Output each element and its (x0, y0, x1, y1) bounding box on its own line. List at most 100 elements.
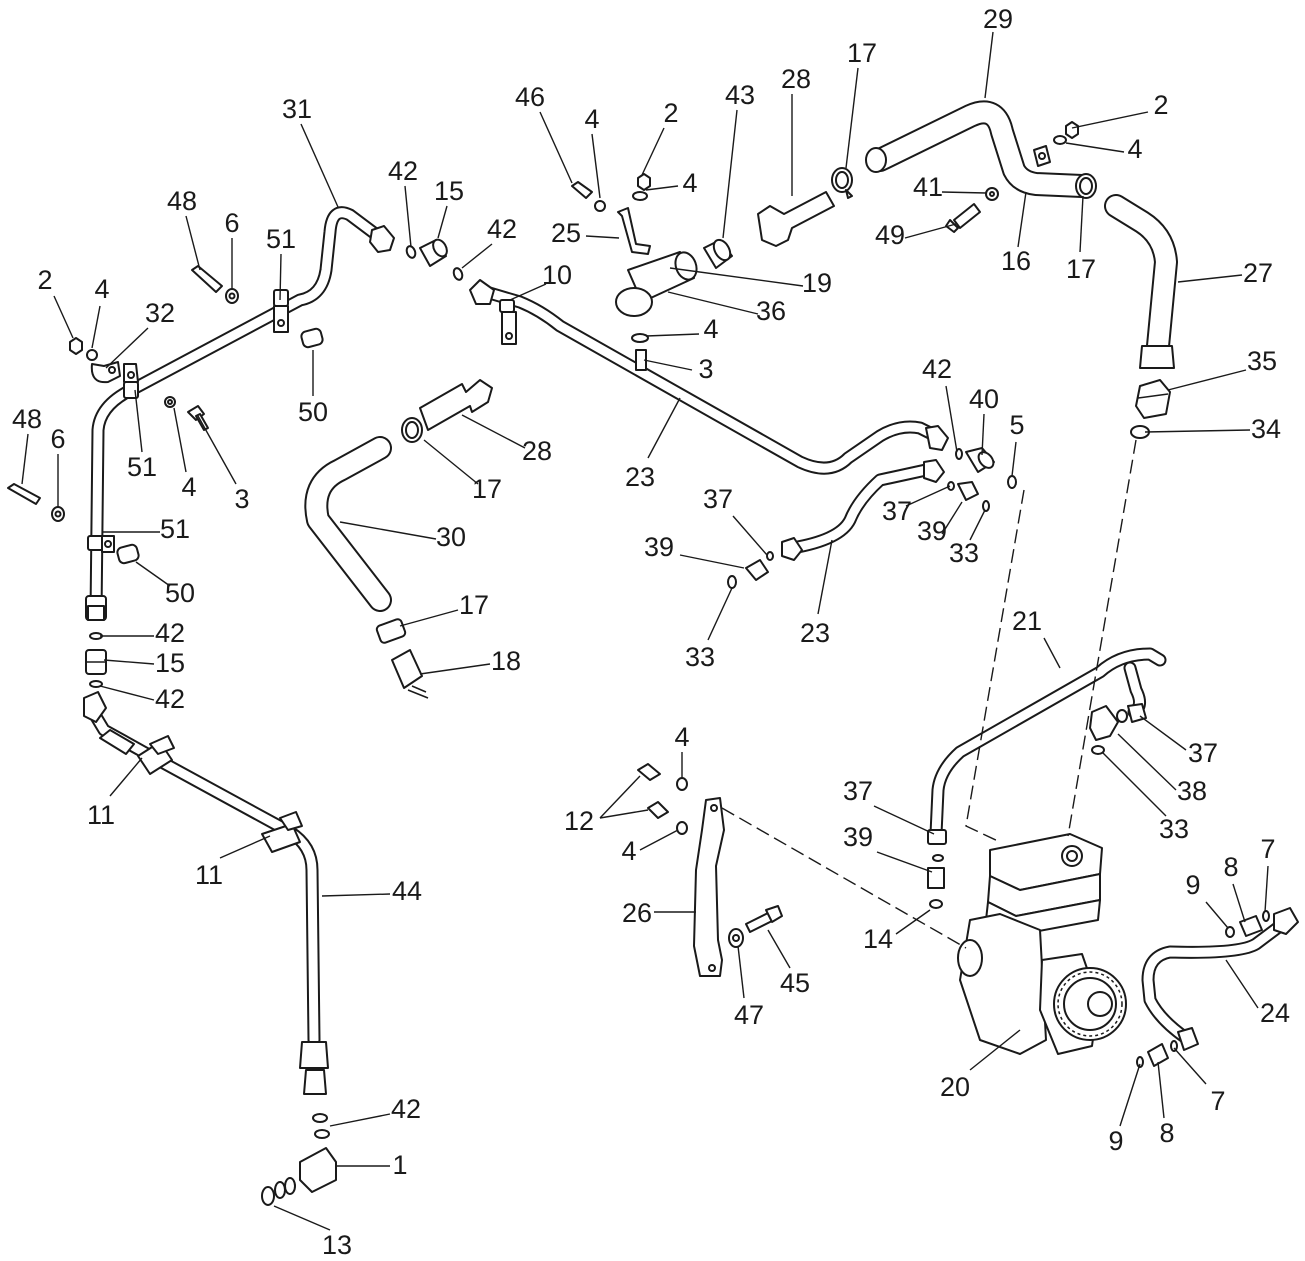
part-callout-label: 35 (1247, 346, 1277, 376)
part-callout-label: 19 (802, 268, 832, 298)
fittings-40-39-cluster (727, 447, 1017, 589)
tube-24 (1136, 907, 1299, 1068)
hardware-right (945, 121, 1079, 233)
part-callout-label: 42 (391, 1094, 421, 1124)
callout-leader (321, 893, 391, 897)
callout-leader (845, 67, 859, 169)
callout-leader (1065, 142, 1125, 153)
callout-leader (1079, 195, 1084, 253)
callout-leader (895, 909, 931, 935)
tube-23-lower (781, 459, 945, 561)
callout-leader (585, 235, 620, 239)
part-callout-label: 47 (734, 1000, 764, 1030)
part-callout-label: 33 (1159, 814, 1189, 844)
hose-30 (304, 436, 392, 612)
callout-leader (109, 757, 143, 797)
fitting-15-top (405, 238, 464, 281)
callout-leader (273, 1205, 331, 1231)
part-callout-label: 42 (155, 618, 185, 648)
callout-leader (945, 385, 958, 453)
tube-44 (83, 691, 329, 1095)
part-callout-label: 33 (949, 538, 979, 568)
callout-leader (767, 929, 791, 969)
callout-leader (1144, 429, 1251, 433)
part-callout-label: 42 (388, 156, 418, 186)
callout-leader (461, 414, 526, 449)
clip-51-mid (123, 363, 139, 399)
callout-leader (639, 829, 679, 851)
callout-leader (279, 253, 282, 301)
callout-leader (300, 123, 339, 208)
part-callout-label: 48 (12, 404, 42, 434)
callout-leader (981, 413, 985, 456)
part-callout-label: 49 (875, 220, 905, 250)
callout-leader (197, 415, 237, 485)
callout-leader (1205, 901, 1229, 929)
callout-leader (423, 439, 479, 485)
callout-leader (707, 587, 733, 641)
callout-leader (404, 185, 412, 248)
tube-21 (927, 647, 1167, 845)
tube-10-23 (469, 279, 949, 475)
callout-leader (641, 127, 665, 176)
callout-leader (1119, 1063, 1141, 1127)
compressor-20 (957, 833, 1127, 1055)
part-callout-label: 38 (1177, 776, 1207, 806)
callout-leader (1117, 733, 1177, 791)
part-callout-label: 37 (1188, 738, 1218, 768)
callout-leader (53, 295, 74, 339)
part-callout-label: 46 (515, 82, 545, 112)
elbow-38 (927, 705, 1128, 909)
part-callout-label: 39 (843, 822, 873, 852)
part-callout-label: 11 (195, 860, 223, 890)
clip-11-a (137, 735, 175, 775)
callout-leader (667, 291, 759, 315)
callout-leader (647, 397, 681, 459)
callout-leader (135, 561, 171, 587)
callout-leader (732, 515, 768, 556)
callout-leader (1264, 865, 1269, 913)
part-callout-label: 37 (703, 484, 733, 514)
part-callout-label: 3 (698, 354, 713, 384)
part-callout-label: 51 (266, 224, 296, 254)
callout-leader (461, 243, 493, 269)
fitting-1 (261, 1113, 337, 1206)
part-callout-label: 28 (781, 64, 811, 94)
callout-leader (1177, 274, 1243, 283)
part-callout-label: 6 (50, 424, 65, 454)
callout-leader (645, 185, 679, 191)
callout-leader (539, 111, 573, 184)
callout-leader (399, 609, 459, 627)
callout-leader (669, 267, 804, 287)
part-callout-label: 26 (622, 898, 652, 928)
part-callout-label: 39 (644, 532, 674, 562)
callout-leader (905, 485, 951, 507)
callout-leader (969, 509, 986, 541)
part-callout-label: 2 (663, 98, 678, 128)
tube-31 (85, 206, 395, 621)
part-callout-label: 42 (922, 354, 952, 384)
fitting-18 (375, 618, 429, 699)
callout-leader (437, 205, 448, 239)
part-callout-label: 51 (127, 452, 157, 482)
part-callout-label: 4 (621, 836, 636, 866)
spacer-50-a (300, 327, 324, 349)
callout-leader (599, 809, 649, 819)
callout-leader (679, 554, 745, 569)
part-callout-label: 31 (282, 94, 312, 124)
callout-leader (219, 835, 271, 859)
callout-leader (1043, 637, 1061, 669)
part-callout-label: 37 (843, 776, 873, 806)
hose-28-top (757, 167, 853, 247)
part-callout-label: 27 (1243, 258, 1273, 288)
part-callout-label: 11 (87, 800, 115, 830)
part-callout-label: 14 (863, 924, 893, 954)
part-callout-label: 7 (1260, 834, 1275, 864)
part-callout-label: 4 (674, 722, 689, 752)
part-callout-label: 44 (392, 876, 422, 906)
part-callout-label: 30 (436, 522, 466, 552)
callout-leader (103, 659, 155, 665)
part-callout-label: 37 (882, 496, 912, 526)
callout-leader (984, 31, 994, 99)
